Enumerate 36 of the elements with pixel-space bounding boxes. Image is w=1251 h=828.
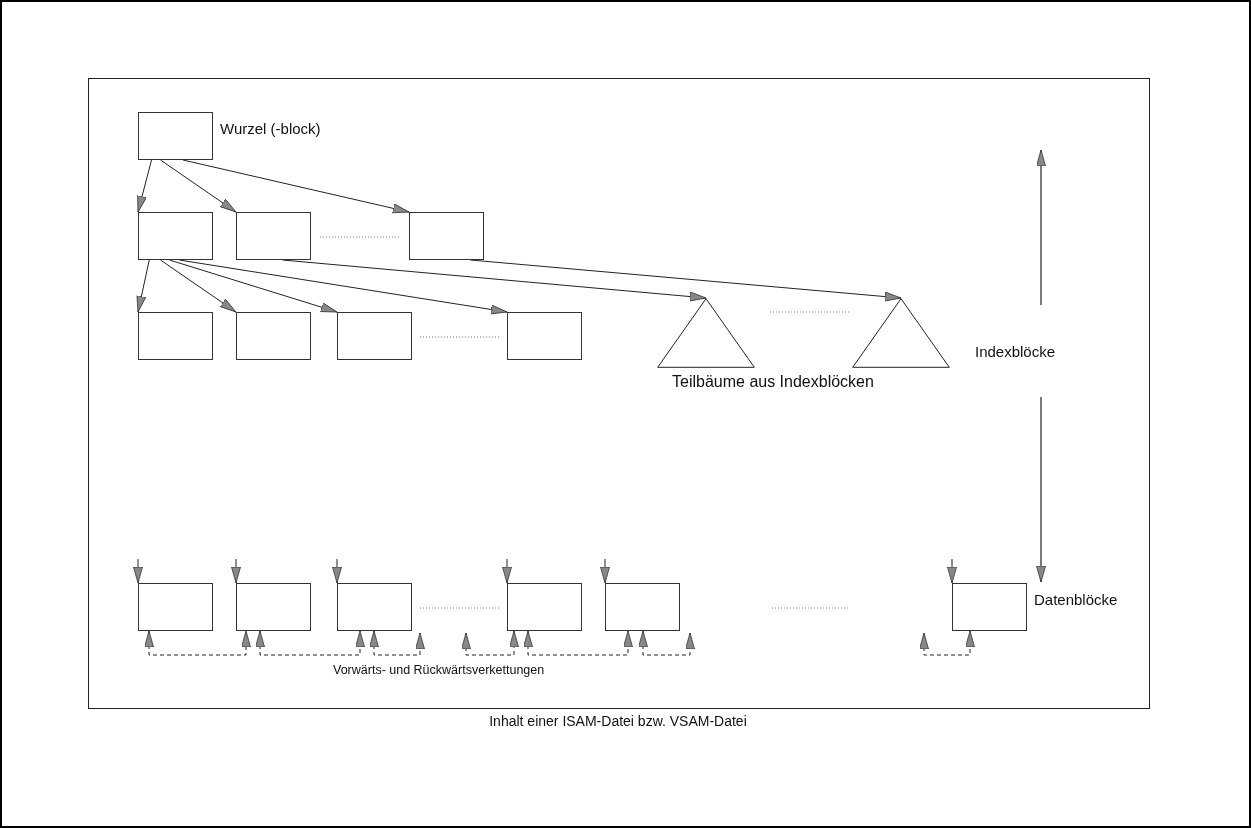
arrow bbox=[255, 630, 365, 656]
arrow bbox=[137, 159, 152, 213]
index-block-box bbox=[236, 212, 311, 260]
arrow bbox=[160, 159, 237, 213]
data-block-box bbox=[236, 583, 311, 631]
arrow bbox=[470, 259, 902, 302]
block-label: Datenblöcke bbox=[1034, 591, 1118, 609]
index-block-box bbox=[409, 212, 484, 260]
arrow bbox=[182, 159, 410, 214]
data-block-box bbox=[952, 583, 1027, 631]
caption: Inhalt einer ISAM-Datei bzw. VSAM-Datei bbox=[489, 712, 747, 730]
index-block-box bbox=[236, 312, 311, 360]
subtree-triangle bbox=[852, 298, 950, 368]
annotation-label: Indexblöcke bbox=[975, 343, 1056, 361]
data-block-box bbox=[138, 583, 213, 631]
arrow bbox=[178, 259, 508, 315]
index-block-box bbox=[337, 312, 412, 360]
arrow bbox=[144, 630, 251, 656]
annotation-label: Teilbäume aus Indexblöcken bbox=[672, 373, 874, 391]
arrow bbox=[502, 558, 512, 584]
subtree-triangle bbox=[657, 298, 755, 368]
arrow bbox=[160, 259, 237, 313]
arrow bbox=[231, 558, 241, 584]
annotation-label: Vorwärts- und Rückwärtsverkettungen bbox=[333, 662, 545, 679]
arrow bbox=[638, 630, 695, 656]
index-block-box bbox=[138, 112, 213, 160]
arrow bbox=[523, 630, 633, 656]
block-label: Wurzel (-block) bbox=[220, 120, 321, 138]
data-block-box bbox=[337, 583, 412, 631]
data-block-box bbox=[507, 583, 582, 631]
arrow bbox=[919, 630, 975, 656]
index-block-box bbox=[138, 312, 213, 360]
index-block-box bbox=[507, 312, 582, 360]
index-block-box bbox=[138, 212, 213, 260]
arrow bbox=[136, 259, 150, 313]
data-block-box bbox=[605, 583, 680, 631]
